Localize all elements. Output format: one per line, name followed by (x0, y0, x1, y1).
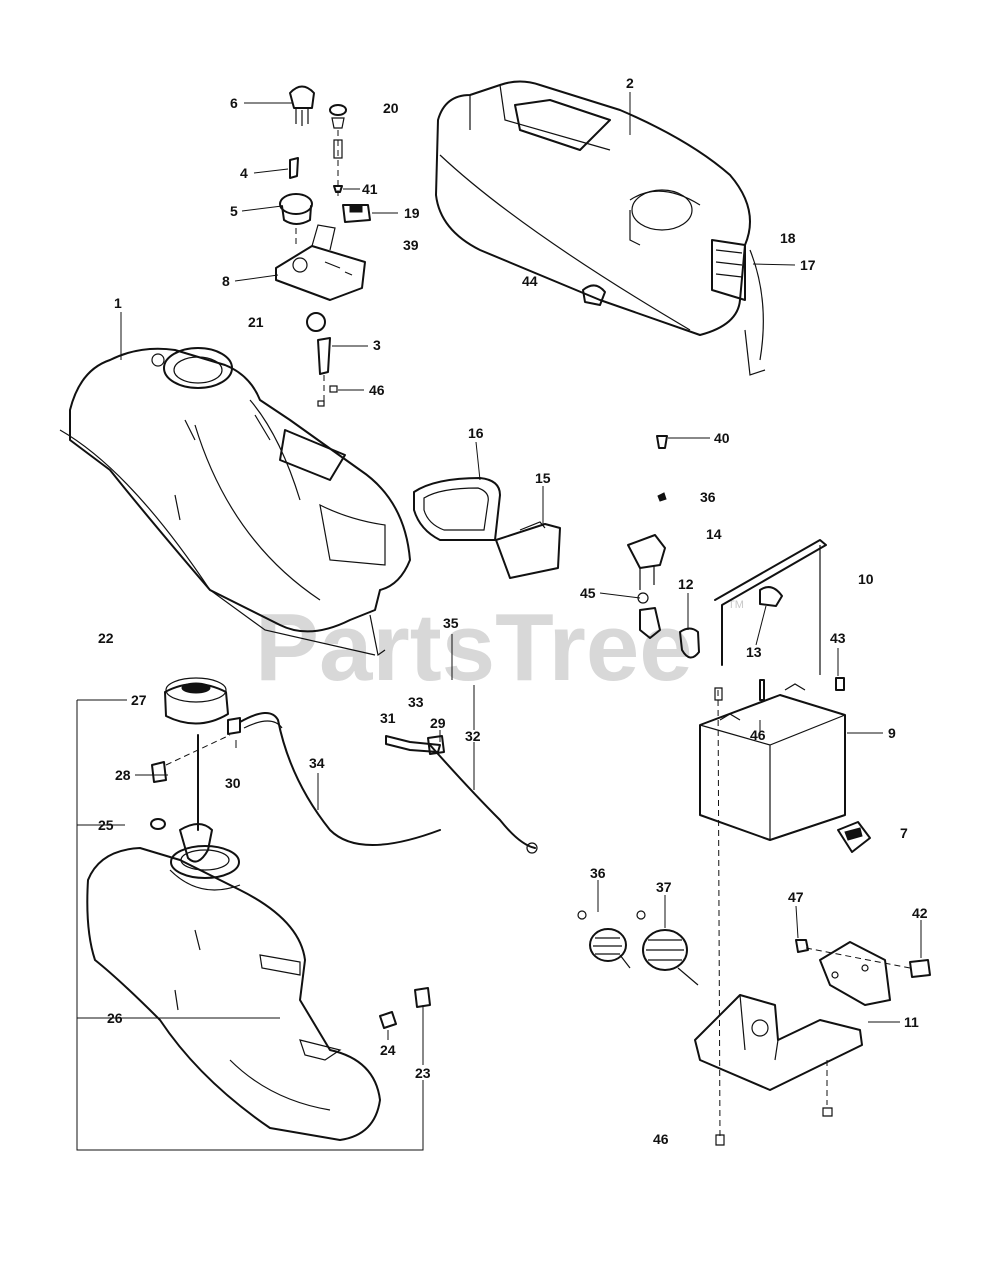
callout-28: 28 (115, 767, 131, 783)
callout-24: 24 (380, 1042, 396, 1058)
callout-11: 11 (904, 1014, 919, 1030)
callout-25: 25 (98, 817, 114, 833)
watermark-text: PartsTree (255, 594, 693, 701)
callout-35: 35 (443, 615, 459, 631)
callout-8: 8 (222, 273, 230, 289)
callout-19: 19 (404, 205, 420, 221)
callout-37: 37 (656, 879, 672, 895)
callout-33: 33 (408, 694, 424, 710)
battery-tray-bracket (694, 939, 931, 1117)
callout-41: 41 (362, 181, 378, 197)
callout-21: 21 (248, 314, 264, 330)
callout-2: 2 (626, 75, 634, 91)
callout-30: 30 (225, 775, 241, 791)
fuel-tank-assembly (86, 677, 538, 1141)
key-switch-assembly (275, 85, 371, 407)
callout-17: 17 (800, 257, 816, 273)
callout-labels: 1 2 3 4 5 6 7 8 9 10 11 12 13 14 15 16 1… (98, 75, 928, 1147)
callout-14: 14 (706, 526, 722, 542)
callout-39: 39 (403, 237, 419, 253)
callout-43: 43 (830, 630, 846, 646)
battery (699, 679, 846, 841)
battery-hardware-parts (627, 435, 845, 691)
callout-31: 31 (380, 710, 396, 726)
callout-42: 42 (912, 905, 928, 921)
callout-36-lower: 36 (590, 865, 606, 881)
callout-32: 32 (465, 728, 481, 744)
watermark-tm: TM (728, 599, 744, 611)
callout-40: 40 (714, 430, 730, 446)
callout-13: 13 (746, 644, 762, 660)
callout-46-battery: 46 (750, 727, 766, 743)
safety-switches (577, 910, 699, 986)
assembly-axis-line (717, 689, 721, 1141)
callout-46-bottom: 46 (653, 1131, 669, 1147)
callout-27: 27 (131, 692, 147, 708)
callout-23: 23 (415, 1065, 431, 1081)
callout-4: 4 (240, 165, 248, 181)
callout-26: 26 (107, 1010, 123, 1026)
leader-lines (103, 92, 922, 1065)
callout-1: 1 (114, 295, 122, 311)
callout-15: 15 (535, 470, 551, 486)
callout-16: 16 (468, 425, 484, 441)
callout-12: 12 (678, 576, 694, 592)
front-body-hood (59, 347, 411, 657)
callout-46-top: 46 (369, 382, 385, 398)
callout-20: 20 (383, 100, 399, 116)
callout-45: 45 (580, 585, 596, 601)
callout-29: 29 (430, 715, 446, 731)
rear-body-cover (435, 80, 766, 376)
callout-36-upper: 36 (700, 489, 716, 505)
callout-22: 22 (98, 630, 114, 646)
callout-3: 3 (373, 337, 381, 353)
callout-34: 34 (309, 755, 325, 771)
callout-18: 18 (780, 230, 796, 246)
callout-47: 47 (788, 889, 804, 905)
relay-part (837, 821, 871, 853)
callout-7: 7 (900, 825, 908, 841)
panel-trim-parts (413, 477, 561, 579)
fuel-group-bracket (76, 699, 424, 1151)
callout-10: 10 (858, 571, 874, 587)
callout-6: 6 (230, 95, 238, 111)
callout-5: 5 (230, 203, 238, 219)
callout-9: 9 (888, 725, 896, 741)
callout-44: 44 (522, 273, 538, 289)
